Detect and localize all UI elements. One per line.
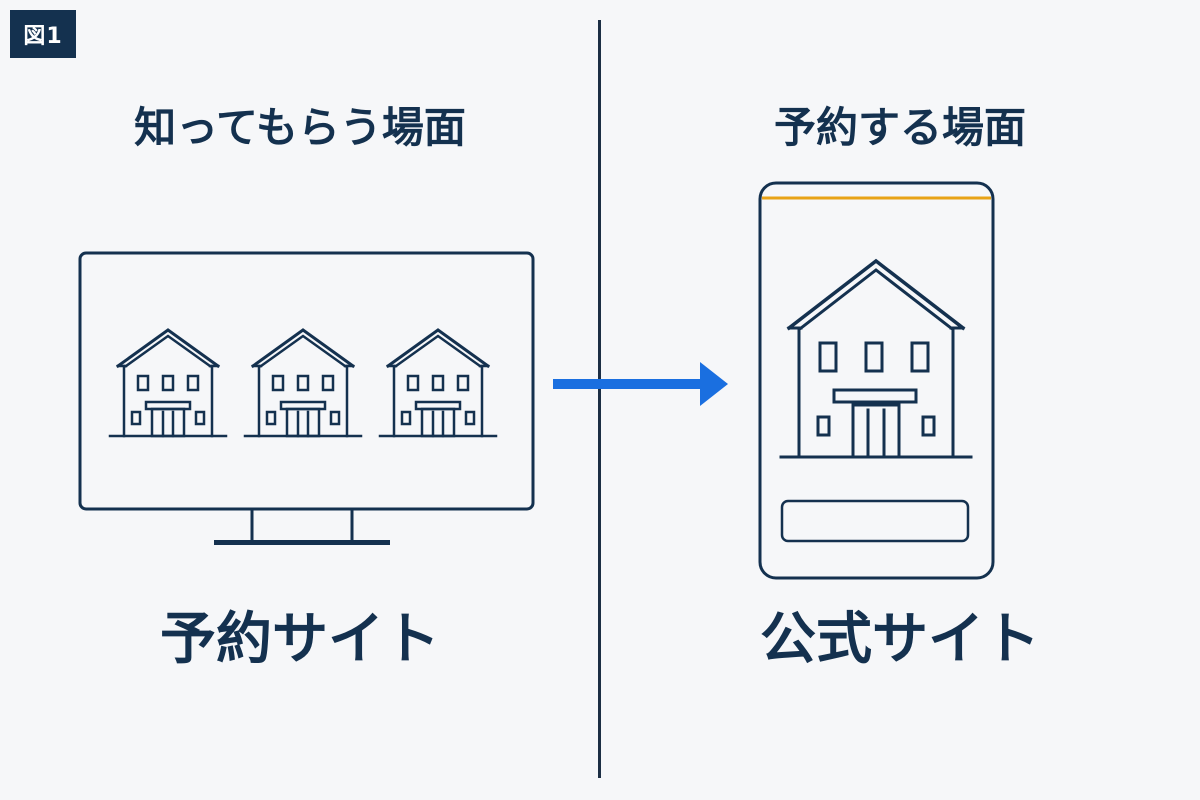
house-icon — [243, 328, 363, 438]
right-heading: 予約する場面 — [773, 103, 1026, 152]
figure-badge: 図1 — [10, 10, 76, 58]
center-divider — [598, 20, 601, 778]
smartphone-icon — [758, 181, 995, 580]
official-site-label: 公式サイト — [760, 607, 1040, 672]
booking-site-label: 予約サイト — [160, 607, 440, 672]
house-icon — [108, 328, 228, 438]
house-icon — [378, 328, 498, 438]
monitor-icon — [78, 251, 535, 545]
arrow-right-icon — [553, 362, 728, 406]
left-heading: 知ってもらう場面 — [134, 103, 466, 152]
house-icon — [779, 258, 973, 459]
booking-button-outline — [780, 499, 970, 543]
